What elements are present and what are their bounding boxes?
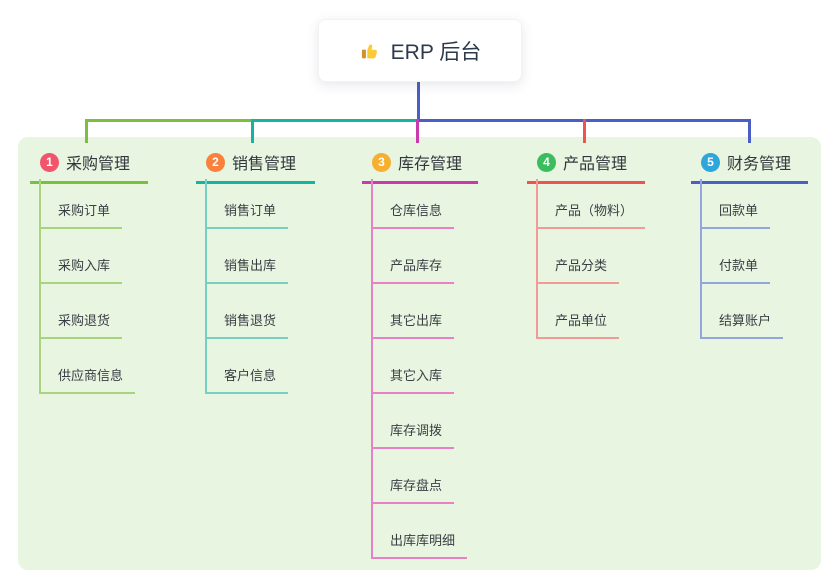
node-outbound-detail[interactable]: 出库库明细 — [372, 533, 468, 559]
node-purchase-return[interactable]: 采购退货 — [40, 313, 123, 339]
node-purchase-order[interactable]: 采购订单 — [40, 203, 123, 229]
connector-drop-finance — [748, 119, 751, 143]
branch-header-finance[interactable]: 5 财务管理 — [691, 150, 808, 184]
branch-spine-sales — [205, 179, 207, 394]
node-settlement-account[interactable]: 结算账户 — [701, 313, 784, 339]
connector-drop-sales — [251, 119, 254, 143]
branch-spine-purchase — [39, 179, 41, 394]
node-product-unit[interactable]: 产品单位 — [537, 313, 620, 339]
branch-spine-product — [536, 179, 538, 339]
connector-drop-product — [583, 119, 586, 143]
branch-badge-3: 3 — [372, 152, 391, 172]
branch-badge-5: 5 — [701, 152, 720, 172]
thumbs-up-icon — [361, 43, 377, 58]
node-receipt-order[interactable]: 回款单 — [701, 203, 771, 229]
branch-label-purchase: 采购管理 — [66, 156, 131, 173]
branch-header-purchase[interactable]: 1 采购管理 — [30, 150, 148, 184]
map-background-panel — [18, 137, 821, 570]
node-supplier-info[interactable]: 供应商信息 — [40, 368, 136, 394]
branch-spine-inventory — [371, 179, 373, 559]
connector-drop-inventory — [416, 119, 419, 143]
branch-spine-finance — [700, 179, 702, 339]
connector-bus-teal — [252, 119, 418, 122]
branch-header-inventory[interactable]: 3 库存管理 — [362, 150, 478, 184]
root-title: ERP 后台 — [390, 40, 482, 64]
connector-drop-purchase — [85, 119, 88, 143]
node-purchase-inbound[interactable]: 采购入库 — [40, 258, 123, 284]
root-node[interactable]: ERP 后台 — [318, 19, 522, 82]
branch-label-sales: 销售管理 — [232, 156, 297, 173]
node-other-inbound[interactable]: 其它入库 — [372, 368, 455, 394]
node-sales-order[interactable]: 销售订单 — [206, 203, 289, 229]
node-other-outbound[interactable]: 其它出库 — [372, 313, 455, 339]
branch-header-product[interactable]: 4 产品管理 — [527, 150, 645, 184]
node-sales-return[interactable]: 销售退货 — [206, 313, 289, 339]
node-warehouse-info[interactable]: 仓库信息 — [372, 203, 455, 229]
branch-label-product: 产品管理 — [563, 156, 628, 173]
branch-badge-2: 2 — [206, 152, 225, 172]
connector-bus-green — [85, 119, 253, 122]
branch-label-finance: 财务管理 — [727, 156, 792, 173]
node-stock-count[interactable]: 库存盘点 — [372, 478, 455, 504]
node-product-category[interactable]: 产品分类 — [537, 258, 620, 284]
branch-badge-4: 4 — [537, 152, 556, 172]
connector-root-trunk — [417, 82, 420, 121]
branch-header-sales[interactable]: 2 销售管理 — [196, 150, 315, 184]
node-product-material[interactable]: 产品（物料） — [537, 203, 646, 229]
node-product-stock[interactable]: 产品库存 — [372, 258, 455, 284]
node-sales-outbound[interactable]: 销售出库 — [206, 258, 289, 284]
node-customer-info[interactable]: 客户信息 — [206, 368, 289, 394]
node-stock-transfer[interactable]: 库存调拨 — [372, 423, 455, 449]
branch-badge-1: 1 — [40, 152, 59, 172]
branch-label-inventory: 库存管理 — [398, 156, 463, 173]
node-payment-order[interactable]: 付款单 — [701, 258, 771, 284]
